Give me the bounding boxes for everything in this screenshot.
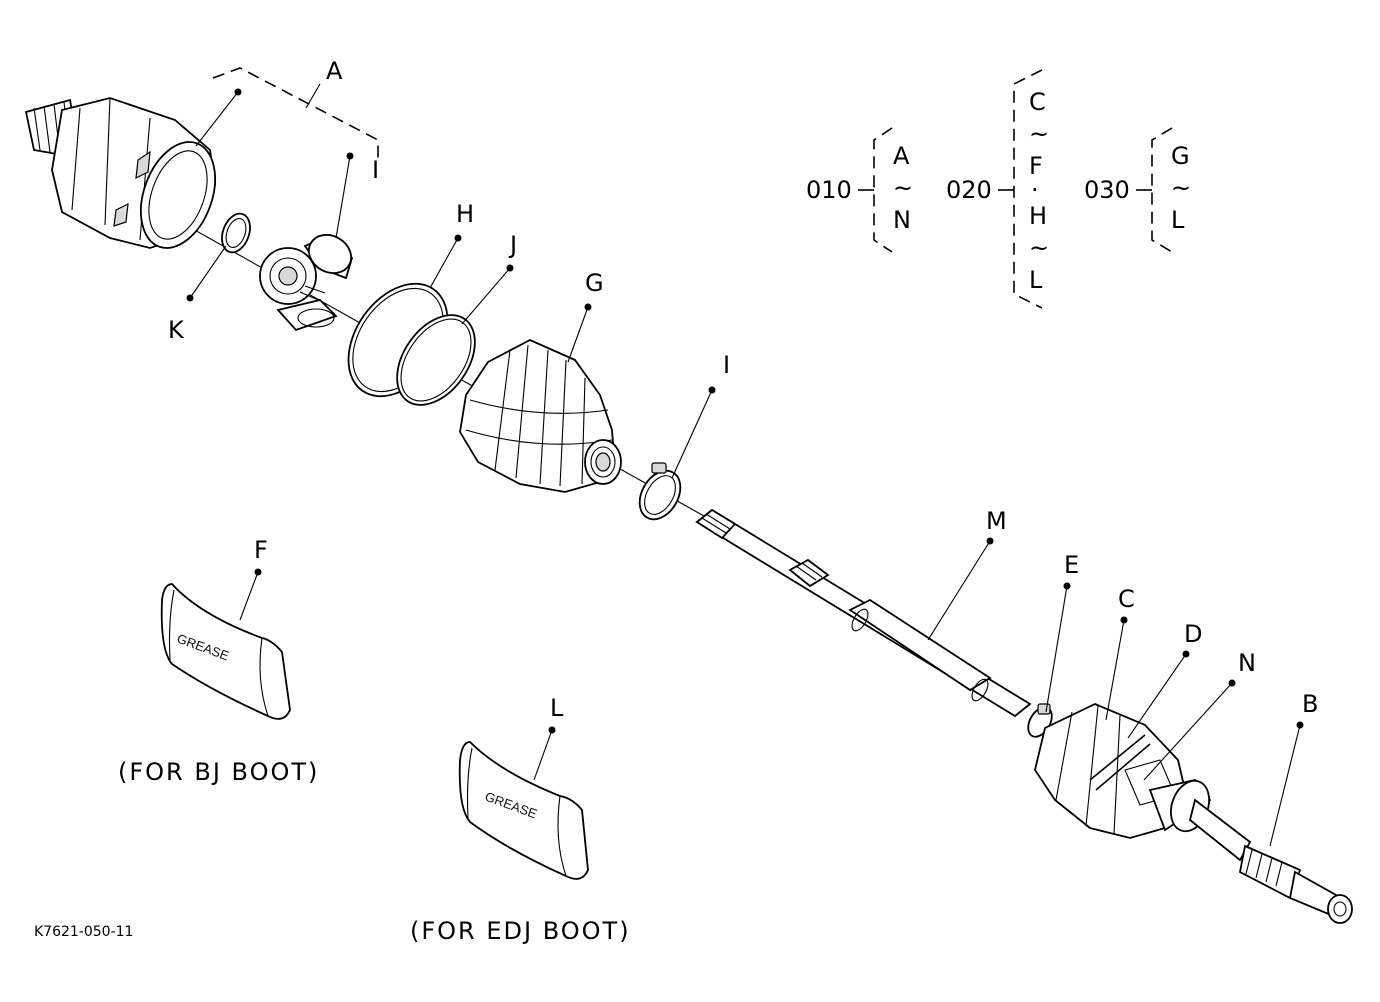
label-a: A (326, 57, 343, 85)
bracket-a (212, 67, 379, 160)
group-010-code: 010 (806, 176, 852, 204)
group-010-tilde: ~ (893, 174, 913, 202)
label-i-mid: I (723, 351, 730, 379)
label-i-top: I (372, 156, 379, 184)
label-d: D (1184, 620, 1202, 648)
group-030-from: G (1171, 142, 1190, 170)
group-020-dot: · (1031, 176, 1039, 204)
label-k: K (168, 316, 185, 344)
boot-clamp-i (638, 462, 682, 521)
group-010-to: N (893, 206, 911, 234)
label-c: C (1118, 585, 1135, 613)
tripod-joint (259, 233, 354, 332)
group-020: 020 C ~ F · H ~ L (946, 69, 1049, 309)
label-n: N (1238, 649, 1256, 677)
caption-bj-boot: (FOR BJ BOOT) (118, 758, 319, 786)
label-m: M (986, 507, 1007, 535)
outer-joint-assembly (1027, 703, 1353, 924)
circlip-k (221, 212, 251, 254)
group-010: 010 A ~ N (806, 127, 913, 253)
group-020-c: C (1029, 88, 1046, 116)
label-l: L (550, 694, 564, 722)
group-020-f: F (1029, 152, 1043, 180)
label-f: F (254, 536, 268, 564)
label-e: E (1064, 551, 1079, 579)
group-030-tilde: ~ (1171, 174, 1191, 202)
group-010-from: A (893, 142, 910, 170)
reference-code: K7621-050-11 (34, 924, 133, 940)
group-020-tilde-2: ~ (1029, 234, 1049, 262)
leader-lines (186, 88, 1304, 847)
boot-g (459, 339, 622, 493)
grease-pack-edj: GREASE (458, 741, 589, 880)
grease-pack-bj: GREASE (160, 583, 291, 720)
label-j: J (508, 231, 517, 259)
label-h: H (456, 200, 474, 228)
label-g: G (585, 269, 604, 297)
group-020-tilde-1: ~ (1029, 120, 1049, 148)
group-020-h: H (1029, 202, 1047, 230)
group-030-code: 030 (1084, 176, 1130, 204)
shaft-m (695, 508, 1032, 718)
group-030: 030 G ~ L (1084, 127, 1191, 253)
group-020-code: 020 (946, 176, 992, 204)
group-020-l: L (1029, 266, 1043, 294)
outer-housing (24, 97, 216, 249)
group-030-to: L (1171, 206, 1185, 234)
boot-band-j (396, 314, 476, 406)
label-b: B (1302, 690, 1318, 718)
caption-edj-boot: (FOR EDJ BOOT) (410, 917, 631, 945)
